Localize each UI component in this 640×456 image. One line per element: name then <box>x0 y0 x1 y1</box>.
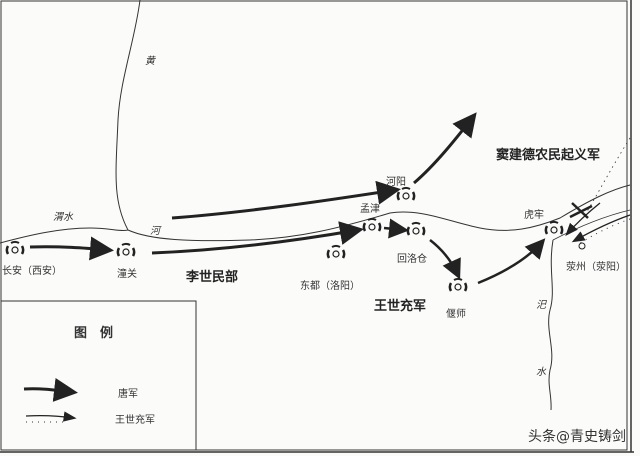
tang-arrow-north <box>171 180 401 220</box>
yellow-river <box>127 184 631 242</box>
tang-arrow-mengjin-huiluo <box>383 218 409 239</box>
label-xingzhou: 荥州（荥阳） <box>566 262 626 273</box>
tang-arrow-south <box>151 221 364 255</box>
label-weishui: 渭水 <box>53 212 73 223</box>
city-mengjin-icon <box>362 217 382 233</box>
label-huang: 黄 <box>145 56 155 67</box>
legend-wang-arrow <box>25 411 77 422</box>
label-heyang: 河阳 <box>386 177 406 188</box>
city-tongguan-icon <box>116 242 136 258</box>
watermark: 头条@青史铸剑 <box>528 429 626 445</box>
yellow-river-north <box>115 0 141 231</box>
label-doujiande-force: 窦建德农民起义军 <box>496 148 601 163</box>
label-he: 河 <box>150 226 160 237</box>
label-wangshichong-force: 王世充军 <box>374 299 427 314</box>
city-huiluocang-icon <box>406 221 426 237</box>
tang-arrow-changan-tongguan <box>29 236 114 261</box>
dou-arrow-2 <box>571 214 631 243</box>
city-xingzhou-icon <box>578 242 586 250</box>
label-changan: 长安（西安） <box>2 266 62 277</box>
city-heyang-icon <box>396 186 416 202</box>
label-si: 汜 <box>536 300 546 311</box>
tang-arrow-huiluo-yanshi <box>429 239 461 280</box>
label-huiluocang: 回洛仓 <box>397 254 427 265</box>
map-border <box>0 0 628 451</box>
city-changan-icon <box>5 240 25 256</box>
legend-tang-arrow <box>23 377 78 402</box>
label-mengjin: 孟津 <box>360 204 380 215</box>
label-lishimin-force: 李世民部 <box>186 270 239 285</box>
legend-tang-label: 唐军 <box>118 389 138 400</box>
city-hulao-icon <box>544 220 564 236</box>
legend-box <box>0 300 197 451</box>
label-yanshi: 偃师 <box>446 309 466 320</box>
dou-arrow-1 <box>565 202 601 236</box>
label-hulao: 虎牢 <box>524 210 544 221</box>
city-dongdu-icon <box>326 244 346 260</box>
si-river <box>548 239 554 411</box>
wei-river <box>0 227 129 244</box>
city-yanshi-icon <box>448 277 468 293</box>
tang-arrow-heyang-north <box>413 112 477 185</box>
label-tongguan: 潼关 <box>117 269 137 280</box>
label-shui: 水 <box>536 367 546 378</box>
yellow-river-south-bank <box>552 209 631 241</box>
tang-arrow-yanshi-hulao <box>477 238 546 285</box>
label-dongdu: 东都（洛阳） <box>300 281 360 292</box>
defeat-x-mark <box>569 202 593 219</box>
legend-wang-label: 王世充军 <box>115 415 155 426</box>
legend-title: 图 例 <box>74 326 114 341</box>
